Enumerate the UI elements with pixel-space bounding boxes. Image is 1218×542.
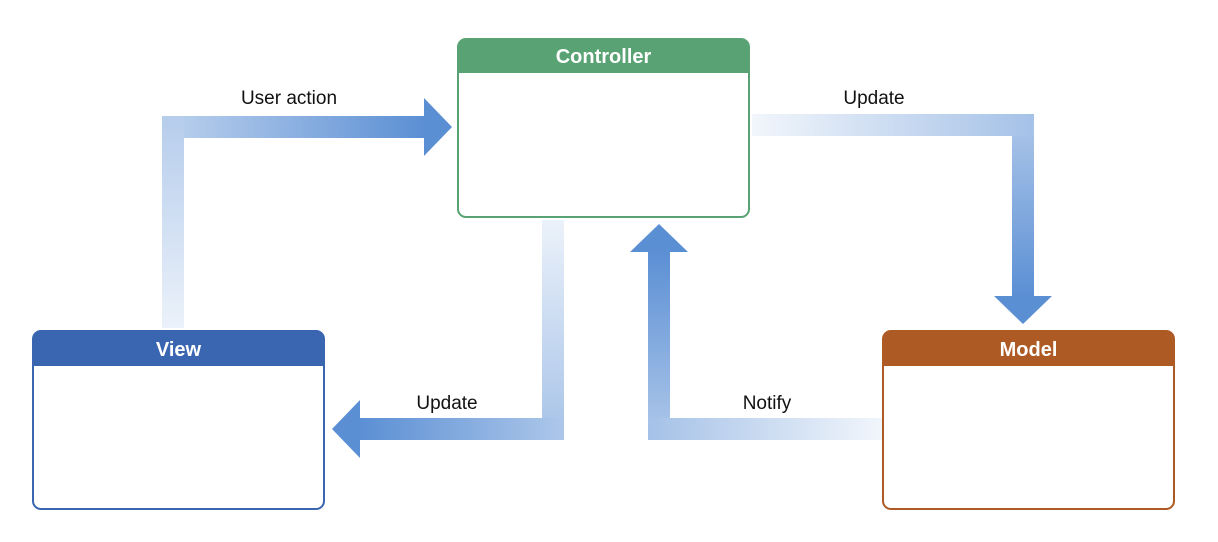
controller-box: Controller [457, 38, 750, 218]
notify-label: Notify [743, 393, 792, 414]
user-action-arrow [162, 98, 452, 328]
user-action-arrowhead [424, 98, 452, 156]
update-model-label: Update [843, 88, 904, 109]
model-header [883, 331, 1174, 366]
update-view-arrowhead [332, 400, 360, 458]
update-view-label: Update [416, 393, 477, 414]
controller-header [458, 39, 749, 73]
model-title: Model [1000, 339, 1058, 361]
update-view-arrow [332, 220, 564, 458]
update-model-arrow [752, 114, 1052, 324]
model-box: Model [882, 330, 1175, 510]
view-box: View [32, 330, 325, 510]
view-header [33, 331, 324, 366]
controller-title: Controller [556, 46, 652, 68]
view-title: View [156, 339, 202, 361]
notify-arrowhead [630, 224, 688, 252]
notify-arrow [630, 224, 884, 440]
user-action-label: User action [241, 88, 337, 109]
update-model-arrowhead [994, 296, 1052, 324]
